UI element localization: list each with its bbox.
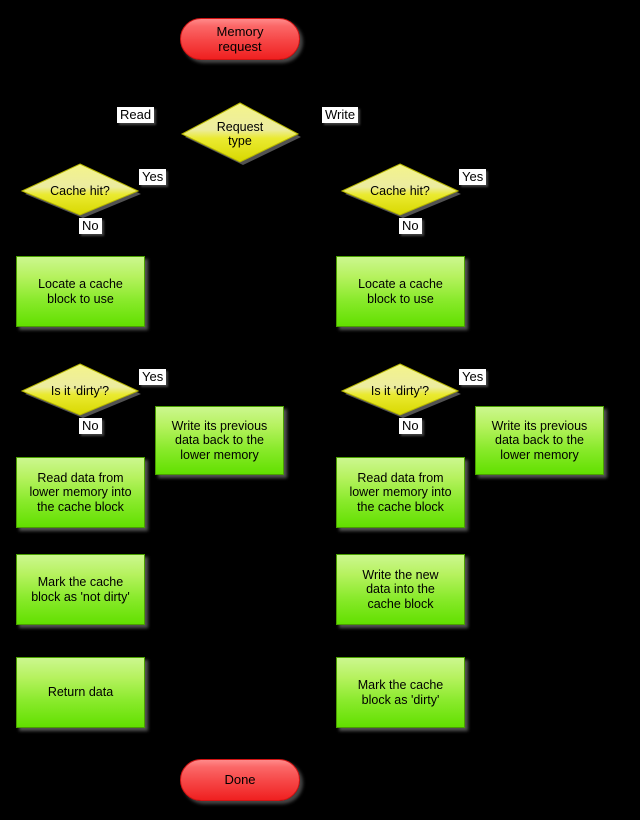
node-write-fetch-label: Read data from lower memory into the cac… <box>349 470 452 514</box>
decision-diamond-shape <box>340 363 461 418</box>
node-read-locate-block-label: Locate a cache block to use <box>38 277 123 306</box>
node-read-locate-block[interactable]: Locate a cache block to use <box>16 256 145 327</box>
node-write-locate-block[interactable]: Locate a cache block to use <box>336 256 465 327</box>
edge-label-read-dirty-yes: Yes <box>139 369 167 386</box>
node-read-mark-not-dirty[interactable]: Mark the cache block as 'not dirty' <box>16 554 145 625</box>
node-read-fetch[interactable]: Read data from lower memory into the cac… <box>16 457 145 528</box>
node-write-fetch[interactable]: Read data from lower memory into the cac… <box>336 457 465 528</box>
node-write-mark-dirty[interactable]: Mark the cache block as 'dirty' <box>336 657 465 728</box>
edge-label-read: Read <box>117 107 155 124</box>
node-done[interactable]: Done <box>180 759 300 801</box>
node-write-locate-block-label: Locate a cache block to use <box>358 277 443 306</box>
node-write-is-dirty[interactable]: Is it 'dirty'? <box>338 363 462 420</box>
edge-request-type-to-write-cache-hit <box>302 133 403 164</box>
edge-label-write-dirty-no: No <box>399 418 422 435</box>
node-read-writeback[interactable]: Write its previous data back to the lowe… <box>155 406 284 475</box>
node-write-writeback[interactable]: Write its previous data back to the lowe… <box>475 406 604 475</box>
edge-label-write-hit-yes: Yes <box>459 169 487 186</box>
node-memory-request[interactable]: Memory request <box>180 18 300 60</box>
node-request-type[interactable]: Request type <box>178 101 302 167</box>
edge-label-read-hit-yes: Yes <box>139 169 167 186</box>
node-write-cache-hit[interactable]: Cache hit? <box>338 163 462 220</box>
edge-label-write: Write <box>322 107 359 124</box>
edge-write-hit-yes-to-store <box>461 189 491 591</box>
node-read-cache-hit[interactable]: Cache hit? <box>18 163 142 220</box>
edge-read-dirty-yes-to-writeback <box>141 389 193 405</box>
decision-diamond-shape <box>340 163 461 218</box>
edge-write-dirty-yes-to-writeback <box>461 389 543 405</box>
node-read-return-data[interactable]: Return data <box>16 657 145 728</box>
edge-label-read-hit-no: No <box>79 218 102 235</box>
decision-diamond-shape <box>20 163 141 218</box>
node-write-writeback-label: Write its previous data back to the lowe… <box>491 418 588 462</box>
node-read-mark-not-dirty-label: Mark the cache block as 'not dirty' <box>31 575 130 604</box>
node-write-store[interactable]: Write the new data into the cache block <box>336 554 465 625</box>
edge-label-read-dirty-no: No <box>79 418 102 435</box>
edge-request-type-to-read-cache-hit <box>77 133 178 164</box>
node-memory-request-label: Memory request <box>216 23 264 54</box>
node-done-label: Done <box>224 772 256 788</box>
node-read-writeback-label: Write its previous data back to the lowe… <box>171 418 268 462</box>
edge-read-return-to-done <box>79 728 179 783</box>
node-write-mark-dirty-label: Mark the cache block as 'dirty' <box>357 678 444 707</box>
edge-write-writeback-to-fetch <box>469 475 541 494</box>
node-read-return-data-label: Return data <box>47 685 114 700</box>
node-read-fetch-label: Read data from lower memory into the cac… <box>29 470 132 514</box>
decision-diamond-shape <box>20 363 141 418</box>
node-write-store-label: Write the new data into the cache block <box>362 567 439 611</box>
decision-diamond-shape <box>180 102 301 165</box>
node-read-is-dirty[interactable]: Is it 'dirty'? <box>18 363 142 420</box>
edge-read-writeback-to-fetch <box>149 475 221 494</box>
edge-label-write-dirty-yes: Yes <box>459 369 487 386</box>
edge-label-write-hit-no: No <box>399 218 422 235</box>
edge-write-mark-dirty-to-done <box>301 728 401 783</box>
